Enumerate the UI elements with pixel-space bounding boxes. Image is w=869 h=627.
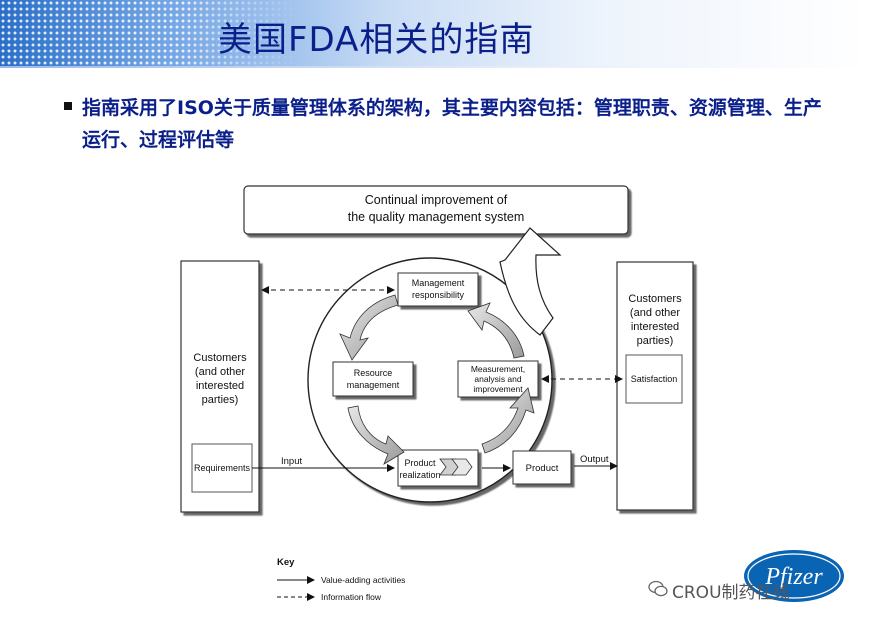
svg-text:Resource: Resource [354, 368, 393, 378]
left-customers-line3: interested [196, 380, 244, 392]
left-customers-line2: (and other [195, 366, 245, 378]
slide-title: 美国FDA相关的指南 [218, 20, 535, 60]
right-customers-box: Customers (and other interested parties)… [616, 261, 694, 511]
cycle-arrow-bottom-left [347, 405, 405, 465]
product-realization-box: Product realization [397, 449, 479, 487]
key-information-flow: Information flow [321, 592, 382, 602]
pfizer-logo: Pfizer [744, 550, 844, 602]
key-title: Key [277, 557, 295, 568]
svg-text:Product: Product [526, 463, 559, 474]
left-customers-line4: parties) [202, 394, 239, 406]
continual-improvement-line2: the quality management system [348, 210, 524, 224]
continual-improvement-line1: Continual improvement of [365, 193, 508, 207]
svg-text:management: management [347, 380, 400, 390]
output-label: Output [580, 454, 609, 465]
bullet-square-icon [64, 102, 72, 110]
svg-text:Management: Management [412, 278, 465, 288]
improvement-upward-arrow [499, 227, 562, 336]
wechat-icon [648, 580, 668, 597]
svg-text:realization: realization [399, 470, 440, 480]
right-customers-line1: Customers [628, 293, 682, 305]
watermark-text: CROU制药在线 [672, 583, 790, 603]
slide-header: 美国FDA相关的指南 [0, 0, 869, 66]
right-customers-line3: interested [631, 321, 679, 333]
bullet-text: 指南采用了ISO关于质量管理体系的架构，其主要内容包括：管理职责、资源管理、生产… [82, 97, 822, 151]
svg-text:improvement: improvement [473, 384, 523, 394]
diagram-key: Key Value-adding activities Information … [277, 557, 405, 602]
key-value-adding: Value-adding activities [321, 575, 405, 585]
svg-text:analysis and: analysis and [474, 374, 522, 384]
world-map-decoration [0, 0, 300, 66]
svg-text:responsibility: responsibility [412, 290, 465, 300]
left-customers-line1: Customers [193, 352, 247, 364]
left-customers-box: Customers (and other interested parties)… [180, 260, 260, 513]
continual-improvement-box: Continual improvement of the quality man… [243, 185, 629, 235]
right-customers-line2: (and other [630, 307, 680, 319]
pfizer-logo-text: Pfizer [764, 564, 823, 590]
product-box: Product [512, 450, 572, 485]
svg-text:Product: Product [404, 458, 436, 468]
satisfaction-label: Satisfaction [631, 374, 678, 384]
svg-text:Measurement,: Measurement, [471, 364, 525, 374]
cycle-arrow-top-left [339, 294, 399, 361]
resource-management-box: Resource management [332, 361, 414, 397]
requirements-label: Requirements [194, 463, 251, 473]
cycle-arrow-top-right [467, 302, 525, 359]
input-label: Input [281, 456, 302, 467]
management-responsibility-box: Management responsibility [397, 272, 479, 307]
right-customers-line4: parties) [637, 335, 674, 347]
bullet-point: 指南采用了ISO关于质量管理体系的架构，其主要内容包括：管理职责、资源管理、生产… [64, 92, 824, 156]
cycle-arrow-bottom-right [481, 387, 535, 454]
measurement-analysis-box: Measurement, analysis and improvement [457, 360, 539, 398]
title-divider [0, 66, 869, 68]
